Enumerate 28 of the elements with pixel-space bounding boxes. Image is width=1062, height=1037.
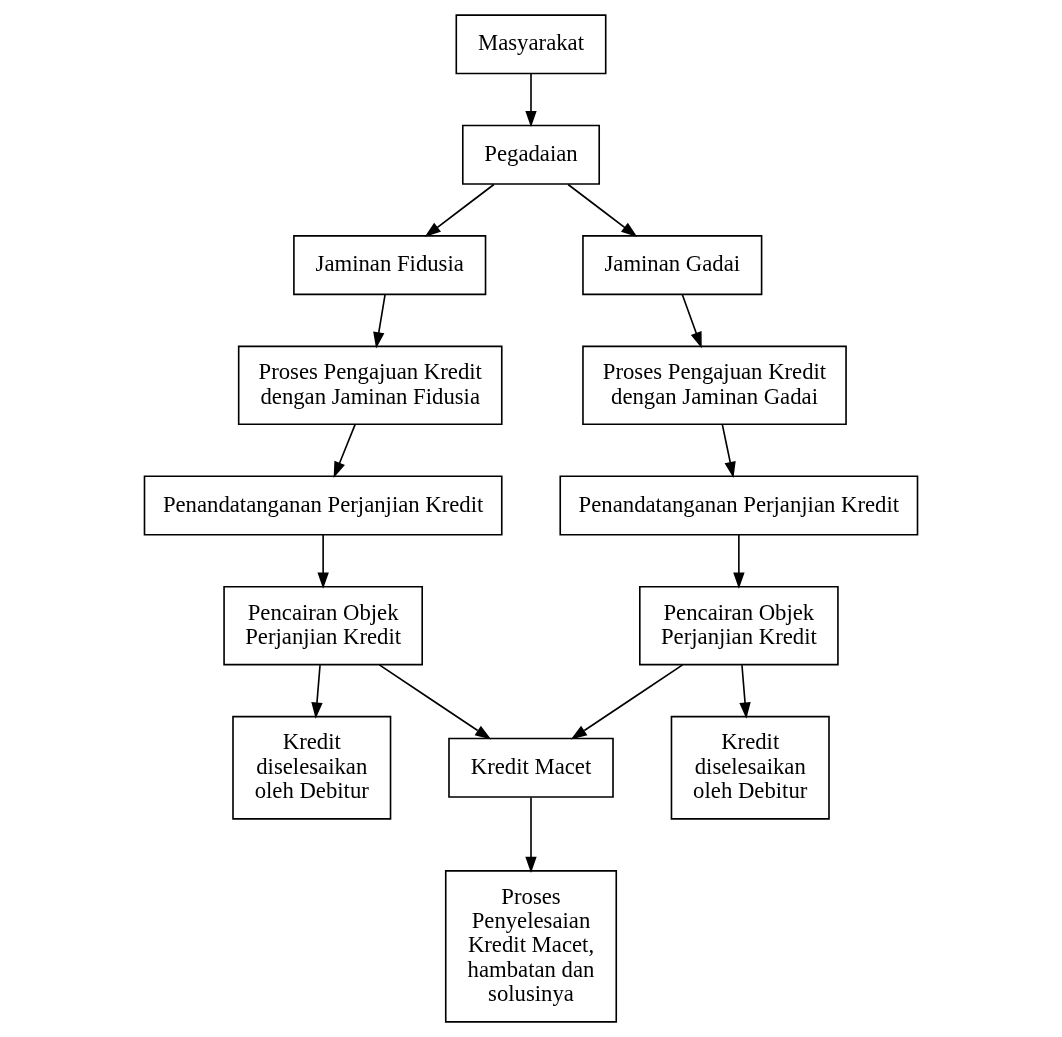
arrow bbox=[378, 664, 492, 740]
arrow bbox=[525, 73, 537, 128]
node-box: Kredit Macet bbox=[448, 737, 614, 798]
node-box: Proses Pengajuan Kredit dengan Jaminan Gadai bbox=[582, 345, 847, 426]
node-box: Pencairan Objek Perjanjian Kredit bbox=[639, 585, 839, 666]
node-box: Penandatanganan Perjanjian Kredit bbox=[143, 475, 503, 536]
arrow bbox=[570, 664, 684, 740]
arrow bbox=[333, 423, 356, 478]
arrow bbox=[567, 183, 638, 238]
node-box: Jaminan Fidusia bbox=[293, 235, 487, 296]
arrow bbox=[424, 183, 495, 238]
node-box: Kredit diselesaikan oleh Debitur bbox=[232, 715, 392, 820]
arrow bbox=[733, 534, 745, 589]
arrow bbox=[739, 664, 751, 719]
node-box: Masyarakat bbox=[455, 14, 607, 75]
arrow bbox=[681, 293, 702, 349]
node-box: Penandatanganan Perjanjian Kredit bbox=[559, 475, 919, 536]
node-box: Proses Penyelesaian Kredit Macet, hambatan dan solusinya bbox=[444, 870, 618, 1023]
arrow bbox=[525, 796, 537, 873]
node-box: Pegadaian bbox=[462, 124, 600, 185]
node-box: Proses Pengajuan Kredit dengan Jaminan Fidusia bbox=[237, 345, 503, 426]
arrow bbox=[721, 423, 736, 478]
node-box: Jaminan Gadai bbox=[582, 235, 763, 296]
arrow bbox=[311, 664, 323, 719]
node-box: Kredit diselesaikan oleh Debitur bbox=[670, 715, 830, 820]
arrow bbox=[373, 293, 386, 349]
arrow bbox=[317, 534, 329, 589]
node-box: Pencairan Objek Perjanjian Kredit bbox=[223, 585, 423, 666]
